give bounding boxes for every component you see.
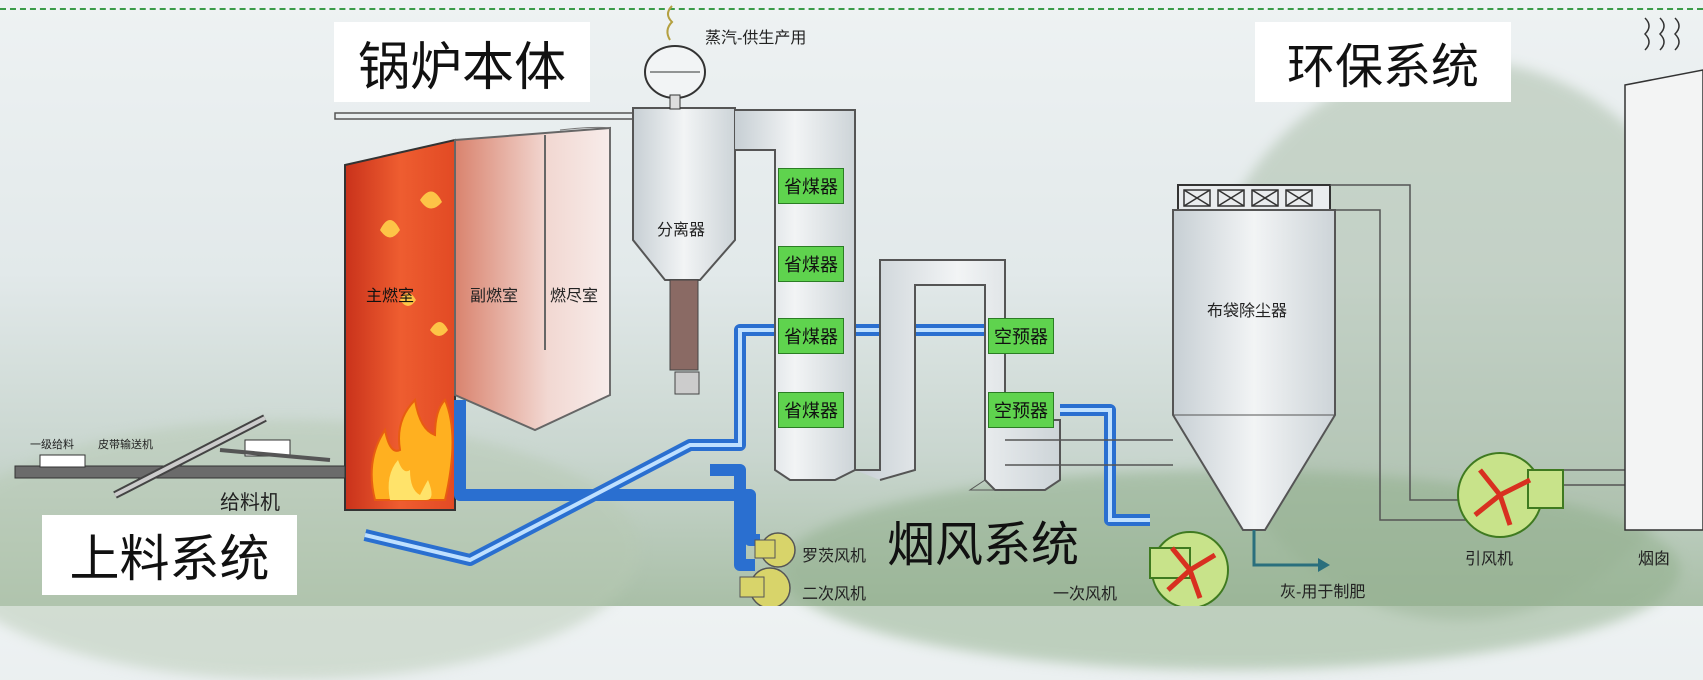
economizer: 省煤器 (778, 318, 844, 354)
induced-fan-icon (1457, 452, 1564, 538)
separator-label: 分离器 (657, 220, 706, 239)
main-chamber-label: 主燃室 (366, 286, 415, 305)
process-diagram (14, 5, 1703, 606)
secondary-fan-icon (739, 567, 791, 606)
conveyor (14, 414, 346, 499)
chimney (1624, 17, 1703, 531)
bag-filter-label: 布袋除尘器 (1207, 301, 1288, 320)
ash-label: 灰-用于制肥 (1280, 582, 1366, 601)
primary-feed-label: 一级给料 (30, 438, 74, 451)
feeder-label: 给料机 (220, 490, 280, 514)
air-preheater: 空预器 (988, 318, 1054, 354)
main-furnace (344, 138, 456, 511)
secondary-fan-label: 二次风机 (802, 584, 867, 603)
section-boiler-body: 锅炉本体 (334, 22, 590, 102)
roots-blower-icon (754, 532, 796, 568)
primary-fan-label: 一次风机 (1053, 584, 1118, 603)
belt-conveyor-label: 皮带输送机 (98, 438, 153, 451)
roots-blower-label: 罗茨风机 (802, 546, 867, 565)
economizer: 省煤器 (778, 392, 844, 428)
section-environmental: 环保系统 (1255, 22, 1511, 102)
primary-fan-icon (1149, 531, 1229, 606)
economizer: 省煤器 (778, 168, 844, 204)
air-preheater: 空预器 (988, 392, 1054, 428)
bag-filter (1172, 184, 1336, 572)
flue-duct (855, 259, 1061, 491)
top-dashed-border (0, 0, 1703, 10)
section-flue-air: 烟风系统 (887, 517, 1080, 573)
chimney-label: 烟囱 (1638, 549, 1671, 568)
secondary-chamber (454, 126, 611, 432)
induced-fan-label: 引风机 (1465, 549, 1514, 568)
section-feeding: 上料系统 (42, 515, 297, 595)
economizer: 省煤器 (778, 246, 844, 282)
steam-label: 蒸汽-供生产用 (705, 28, 807, 47)
burnout-chamber-label: 燃尽室 (550, 286, 599, 305)
steam-drum (644, 5, 706, 110)
secondary-chamber-label: 副燃室 (470, 286, 519, 305)
